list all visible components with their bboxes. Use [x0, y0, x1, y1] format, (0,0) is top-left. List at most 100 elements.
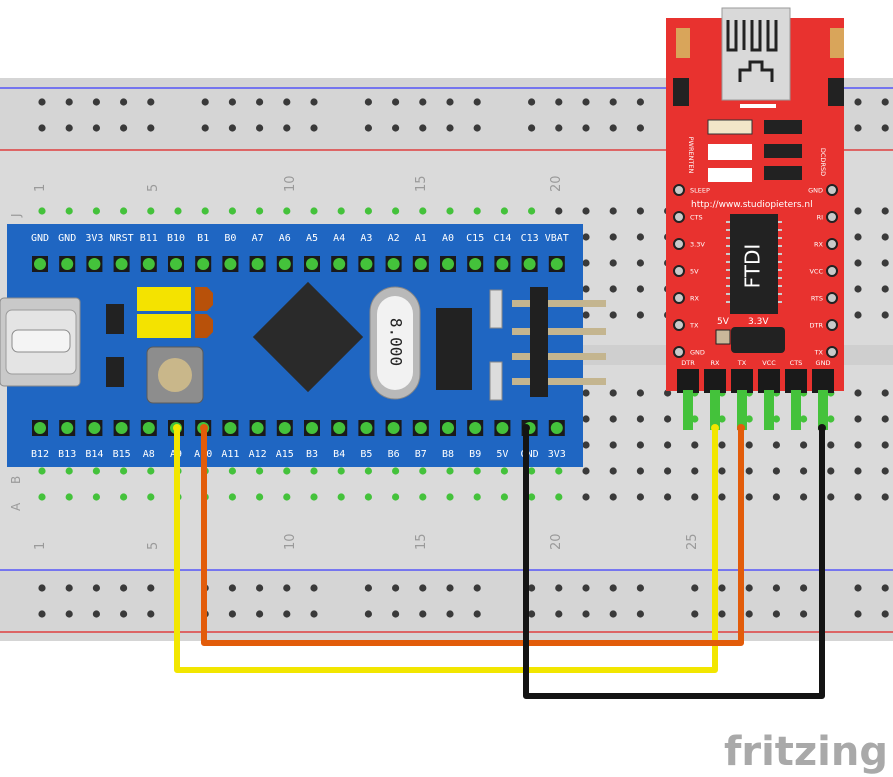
- grid-hole: [609, 311, 617, 319]
- crystal: 8.000: [369, 286, 421, 400]
- rail-hole: [364, 98, 372, 106]
- rail-hole: [473, 98, 481, 106]
- swd-header: [512, 287, 606, 397]
- ftdi-leg: [764, 390, 774, 430]
- grid-hole: [446, 207, 454, 215]
- ftdi-header-label: TX: [737, 359, 747, 367]
- bluepill-top-pin-label: A7: [252, 233, 264, 244]
- jumper-label-3v3: 3.3V: [748, 317, 769, 327]
- pin-pad: [115, 422, 128, 434]
- grid-hole: [800, 493, 808, 501]
- bluepill-bottom-pin-label: A12: [249, 449, 267, 460]
- rail-hole: [854, 98, 862, 106]
- wire-orange[interactable]: [201, 428, 744, 646]
- bluepill-top-pin-label: B0: [224, 233, 236, 244]
- grid-hole: [582, 493, 590, 501]
- bluepill-top-pin-label: C14: [493, 233, 511, 244]
- rail-hole: [92, 124, 100, 132]
- grid-hole: [854, 441, 862, 449]
- ftdi-header-label: GND: [816, 359, 831, 367]
- grid-hole: [881, 493, 889, 501]
- ftdi-label: DCDRSD: [819, 148, 827, 176]
- ftdi-side-pin: [673, 319, 685, 331]
- ftdi-left-label: SLEEP: [690, 187, 710, 195]
- ftdi-right-label: RTS: [811, 295, 823, 303]
- pin-pad: [251, 258, 264, 270]
- rail-hole: [147, 98, 155, 106]
- grid-hole: [854, 467, 862, 475]
- pin-pad: [496, 258, 509, 270]
- pin-pad: [469, 258, 482, 270]
- wire-black[interactable]: [523, 428, 825, 699]
- bluepill-bottom-pin-label: B13: [58, 449, 76, 460]
- rail-hole: [881, 98, 889, 106]
- pin-pad: [333, 422, 346, 434]
- grid-hole: [800, 467, 808, 475]
- grid-hole: [65, 493, 73, 501]
- ftdi-leg: [683, 390, 693, 430]
- rail-hole: [800, 584, 808, 592]
- rail-hole: [446, 124, 454, 132]
- grid-hole: [446, 493, 454, 501]
- rail-hole: [881, 124, 889, 132]
- grid-hole: [881, 467, 889, 475]
- grid-hole: [772, 467, 781, 475]
- rail-hole: [38, 98, 46, 106]
- rail-hole: [446, 584, 454, 592]
- rail-hole: [65, 124, 73, 132]
- ftdi-header-pin: [731, 369, 753, 393]
- ftdi-side-pin: [673, 238, 685, 250]
- ftdi-header-pin: [677, 369, 699, 393]
- boot-jumpers: [137, 287, 213, 338]
- rail-hole: [120, 124, 128, 132]
- ftdi-left-label: GND: [690, 349, 705, 357]
- col-label: 10: [283, 533, 298, 550]
- rail-hole: [256, 584, 264, 592]
- grid-hole: [65, 207, 73, 215]
- rail-hole: [419, 98, 427, 106]
- col-label: 25: [685, 533, 700, 550]
- wire-end: [173, 424, 181, 432]
- bluepill-top-pin-label: 3V3: [85, 233, 103, 244]
- rail-hole: [691, 584, 699, 592]
- ftdi-chip-label: FTDI: [741, 244, 765, 289]
- bluepill-bottom-pin-label: A15: [276, 449, 294, 460]
- pin-pad: [414, 422, 427, 434]
- wire-yellow[interactable]: [174, 428, 718, 673]
- wire-end: [737, 424, 745, 432]
- grid-hole: [555, 467, 563, 475]
- rail-hole: [147, 584, 155, 592]
- rail-hole: [392, 98, 400, 106]
- pin-pad: [61, 258, 74, 270]
- rail-hole: [745, 584, 753, 592]
- grid-hole: [473, 467, 481, 475]
- grid-hole: [800, 415, 808, 423]
- bluepill-bottom-pin-label: B7: [415, 449, 427, 460]
- grid-hole: [745, 415, 753, 423]
- grid-hole: [827, 441, 835, 449]
- grid-hole: [446, 467, 454, 475]
- col-label: 15: [414, 533, 429, 550]
- grid-hole: [528, 467, 536, 475]
- grid-hole: [147, 493, 155, 501]
- ftdi-side-pin: [826, 319, 838, 331]
- col-label: 5: [146, 184, 161, 192]
- ftdi-header-pin: [812, 369, 834, 393]
- grid-hole: [636, 285, 645, 293]
- ftdi-side-pin: [673, 184, 685, 196]
- wire-end: [522, 424, 530, 432]
- pin-pad: [550, 258, 563, 270]
- grid-hole: [609, 285, 617, 293]
- pin-pad: [170, 258, 182, 270]
- grid-hole: [800, 441, 808, 449]
- grid-hole: [228, 467, 236, 475]
- voltage-regulator: [436, 308, 472, 390]
- ftdi-chip: [730, 214, 778, 314]
- ftdi-side-pin: [673, 211, 685, 223]
- col-label: 20: [549, 175, 564, 192]
- usb-connector: [0, 297, 81, 387]
- pin-pad: [224, 258, 237, 270]
- ftdi-header-label: RX: [711, 359, 721, 367]
